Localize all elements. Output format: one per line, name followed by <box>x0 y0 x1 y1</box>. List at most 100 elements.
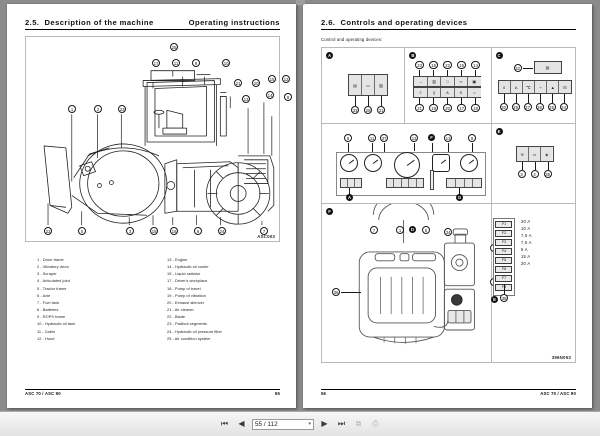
callout-3: 3 <box>126 227 135 236</box>
right-section-header: 2.6. Controls and operating devices <box>321 18 576 30</box>
switch-group-e[interactable]: ≋ ▭ ◈ <box>515 146 554 162</box>
callout-17: 17 <box>457 104 466 113</box>
fuse-chip: F5 <box>495 256 513 265</box>
callout-21: 21 <box>234 79 243 88</box>
switch-cell[interactable]: § <box>427 88 442 97</box>
document-page-left[interactable]: 2.5. Description of the machine Operatin… <box>7 4 296 408</box>
panel-row-middle: 8 11 37 12 F 13 9 <box>322 124 575 204</box>
fuse-rating-column: 20 A 10 A 7,5 A 7,5 A 5 A 15 A 20 A <box>521 218 532 296</box>
switch-cell[interactable]: S <box>454 88 469 97</box>
switch-group-b-bottom[interactable]: ≡ § A S ⌂ <box>413 87 482 98</box>
leader-line <box>472 143 473 153</box>
scroll-handle[interactable] <box>296 0 305 5</box>
switch-cell[interactable]: ▣ <box>468 77 481 86</box>
first-page-button[interactable]: ⏮ <box>218 418 231 431</box>
legend-item: 13 - Engine <box>167 257 188 262</box>
leader-line <box>547 162 549 170</box>
switch-cell[interactable]: ▲ <box>547 81 560 93</box>
controls-figure: A ▤ ▭ ▨ 33 28 31 <box>321 47 576 363</box>
switch-cell[interactable]: A <box>441 88 455 97</box>
gauge-pressure <box>460 154 478 172</box>
document-page-right[interactable]: 2.6. Controls and operating devices Cont… <box>303 4 592 408</box>
switch-cell[interactable]: ⌂ <box>468 88 481 97</box>
previous-page-button[interactable]: ◀ <box>235 418 248 431</box>
panel-tag-c: C <box>495 52 503 59</box>
leader-line <box>448 143 449 153</box>
legend-item: 19 - Pump of vibration <box>167 292 206 298</box>
switch-cell[interactable]: ◈ <box>541 147 553 161</box>
display-screen: ▤ <box>534 62 561 73</box>
switch-cell[interactable]: ▤ <box>349 75 362 95</box>
switch-group-a[interactable]: ▤ ▭ ▨ <box>348 74 388 96</box>
figure-code-left: ASC003 <box>257 234 275 239</box>
copy-icon[interactable]: ⧉ <box>352 418 365 431</box>
fuse-rating: 15 A <box>520 254 531 259</box>
chevron-down-icon[interactable]: ▾ <box>308 420 311 427</box>
legend-item: 24 - Hydraulic oil pressure filter <box>167 328 222 334</box>
callout-3: 3 <box>517 170 526 179</box>
fuse-chip: F6 <box>495 265 513 274</box>
callout-19: 19 <box>429 104 438 113</box>
indicator-lamp <box>416 179 424 187</box>
legend-item: 21 - Air cleaner <box>167 307 194 313</box>
switch-cell[interactable]: ≋ <box>516 147 529 161</box>
leader-line <box>355 96 356 106</box>
panel-e: E ≋ ▭ ◈ 3 4 35 <box>491 124 575 204</box>
switch-cell[interactable]: ▨ <box>375 75 387 95</box>
callout-26: 26 <box>535 103 544 112</box>
switch-group-c[interactable]: 0 A ℃ ⌁ ▲ ⊟ <box>497 80 572 94</box>
machine-parts-legend: 1 - Drum frame 2 - Vibratory drum 3 - Sc… <box>25 256 280 342</box>
legend-item: 1 - Drum frame <box>37 257 64 262</box>
gauge-tachometer <box>394 152 420 178</box>
callout-25: 25 <box>170 43 179 52</box>
callout-24: 24 <box>559 103 568 112</box>
leader-line <box>433 70 435 76</box>
callout-1: 1 <box>396 226 405 235</box>
callout-34: 34 <box>444 228 453 237</box>
switch-group-b-top[interactable]: ↔ ▥ □ ∞ ▣ <box>413 76 482 87</box>
switch-cell[interactable]: ▥ <box>427 77 442 86</box>
switch-cell[interactable]: ▭ <box>362 75 375 95</box>
callout-32: 32 <box>513 64 522 73</box>
display-unit-c[interactable]: ▤ <box>533 61 562 74</box>
leader-line <box>419 70 421 76</box>
leader-line <box>381 96 382 106</box>
last-page-button[interactable]: ⏭ <box>335 418 348 431</box>
indicator-lamp <box>355 179 361 187</box>
switch-cell[interactable]: ⌁ <box>535 81 548 93</box>
switch-cell[interactable]: ℃ <box>522 81 536 93</box>
document-viewport[interactable]: 2.5. Description of the machine Operatin… <box>0 0 600 412</box>
gauge-temperature <box>364 154 382 172</box>
leader-line <box>368 96 369 106</box>
switch-cell[interactable]: A <box>510 81 523 93</box>
legend-column-left: 1 - Drum frame 2 - Vibratory drum 3 - Sc… <box>37 256 149 342</box>
next-page-button[interactable]: ▶ <box>318 418 331 431</box>
switch-cell[interactable]: ↔ <box>414 77 428 86</box>
leader-line <box>447 70 449 76</box>
callout-14: 14 <box>266 91 275 100</box>
panel-ref-a: A <box>346 194 353 201</box>
callout-2: 2 <box>94 105 103 114</box>
fuse-rating: 5 A <box>520 247 528 252</box>
left-footer-model: ASC 70 / ASC 90 <box>25 391 61 396</box>
fuse-box: F1 F2 F3 F4 F5 F6 F7 F8 <box>492 218 565 303</box>
switch-cell[interactable]: ▭ <box>528 147 542 161</box>
switch-cell[interactable]: ⊟ <box>559 81 571 93</box>
switch-cell[interactable]: ≡ <box>414 88 428 97</box>
callout-13: 13 <box>242 95 251 104</box>
leader-line <box>563 94 565 103</box>
panel-ref-d: D <box>409 226 416 233</box>
panel-tag-f: F <box>326 208 333 215</box>
indicator-lamp <box>394 179 402 187</box>
left-page-footer: ASC 70 / ASC 90 55 <box>25 388 280 396</box>
callout-23: 23 <box>118 105 127 114</box>
panel-f: F <box>322 204 499 362</box>
indicator-lamp <box>348 179 355 187</box>
switch-cell[interactable]: 0 <box>498 81 511 93</box>
print-icon[interactable]: ⎙ <box>369 418 382 431</box>
switch-cell[interactable]: ∞ <box>454 77 469 86</box>
page-number-input[interactable]: 55 / 112 ▾ <box>252 418 314 430</box>
switch-cell[interactable]: □ <box>441 77 455 86</box>
legend-item: 7 - Fuel tank <box>37 299 60 305</box>
panel-c: C 32 ▤ 0 A ℃ ⌁ ▲ <box>491 48 575 124</box>
